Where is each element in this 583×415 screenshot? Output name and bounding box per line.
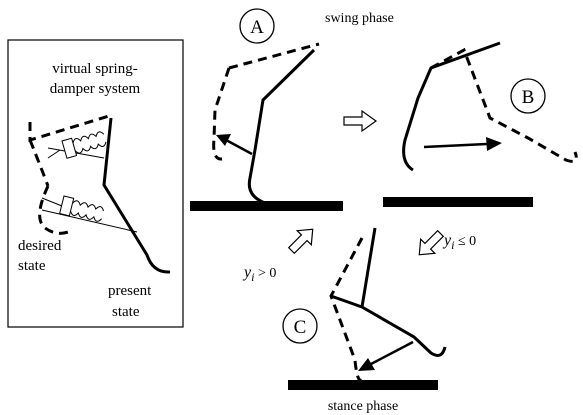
present-label-line2: state — [112, 304, 140, 320]
panel-a-ground — [190, 201, 343, 211]
inset-title-line2: damper system — [50, 81, 141, 97]
inset-desired-leg — [28, 114, 110, 235]
panel-c-desired-leg — [329, 237, 364, 382]
panel-a-desired-leg — [212, 42, 320, 161]
a-to-b-arrow — [343, 109, 378, 133]
lower-spring-damper — [41, 195, 138, 233]
inset-frame — [7, 39, 184, 328]
upper-spring-damper — [47, 131, 107, 159]
panel-b-present-leg — [402, 41, 501, 172]
panel-c-present-leg — [330, 227, 447, 357]
panel-c-arrow-shaft — [370, 340, 414, 366]
panel-a-letter: A — [250, 17, 264, 38]
desired-label-line1: desired — [18, 238, 62, 254]
panel-a-present-leg — [247, 48, 316, 205]
panel-a-arrow-shaft — [225, 138, 253, 156]
desired-label-line2: state — [18, 258, 46, 274]
panel-c-ground — [288, 380, 438, 390]
panel-b-desired-leg — [430, 47, 578, 163]
panel-b-letter: B — [522, 87, 535, 108]
panel-a-circle — [239, 8, 275, 44]
inset-present-leg — [102, 117, 171, 274]
panel-b-circle — [510, 78, 546, 114]
panel-c-letter: C — [294, 317, 307, 338]
b-to-c-condition: yi ≤ 0 — [442, 232, 476, 252]
c-to-a-arrow — [287, 228, 314, 255]
panel-b-arrow-head — [486, 137, 502, 151]
swing-phase-label: swing phase — [325, 11, 394, 26]
panel-a-arrow-head — [216, 134, 231, 146]
present-label-line1: present — [108, 283, 152, 299]
c-to-a-condition: yi > 0 — [242, 264, 276, 284]
panel-b-ground — [383, 197, 533, 207]
panel-c-circle — [282, 308, 318, 344]
inset-title-line1: virtual spring- — [52, 61, 137, 77]
panel-b-arrow-shaft — [423, 142, 488, 149]
b-to-c-arrow — [418, 229, 445, 256]
stance-phase-label: stance phase — [328, 399, 398, 414]
panel-c-arrow-head — [358, 358, 375, 371]
